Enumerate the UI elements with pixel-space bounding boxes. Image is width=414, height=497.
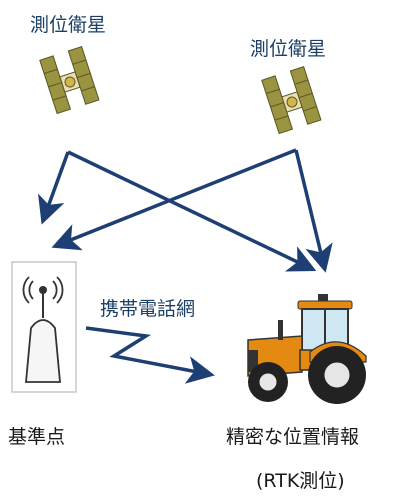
arrow-sat-right-to-tractor xyxy=(294,149,333,273)
base-station-icon xyxy=(11,261,77,393)
satellite-left-icon xyxy=(39,46,100,115)
network-label: 携帯電話網 xyxy=(100,298,196,320)
arrow-sat-right-to-base xyxy=(51,148,297,251)
tractor-icon xyxy=(247,294,367,404)
satellite-left-label: 測位衛星 xyxy=(30,14,107,36)
position-info-label: 精密な位置情報 xyxy=(226,426,360,448)
satellite-right-label: 測位衛星 xyxy=(250,38,327,60)
network-arrow xyxy=(85,326,215,384)
base-station-label: 基準点 xyxy=(8,426,66,448)
satellite-right-icon xyxy=(261,66,322,135)
rtk-label: (RTK測位) xyxy=(256,470,345,492)
arrow-sat-left-to-base xyxy=(38,151,70,225)
arrow-sat-left-to-tractor xyxy=(67,150,317,272)
